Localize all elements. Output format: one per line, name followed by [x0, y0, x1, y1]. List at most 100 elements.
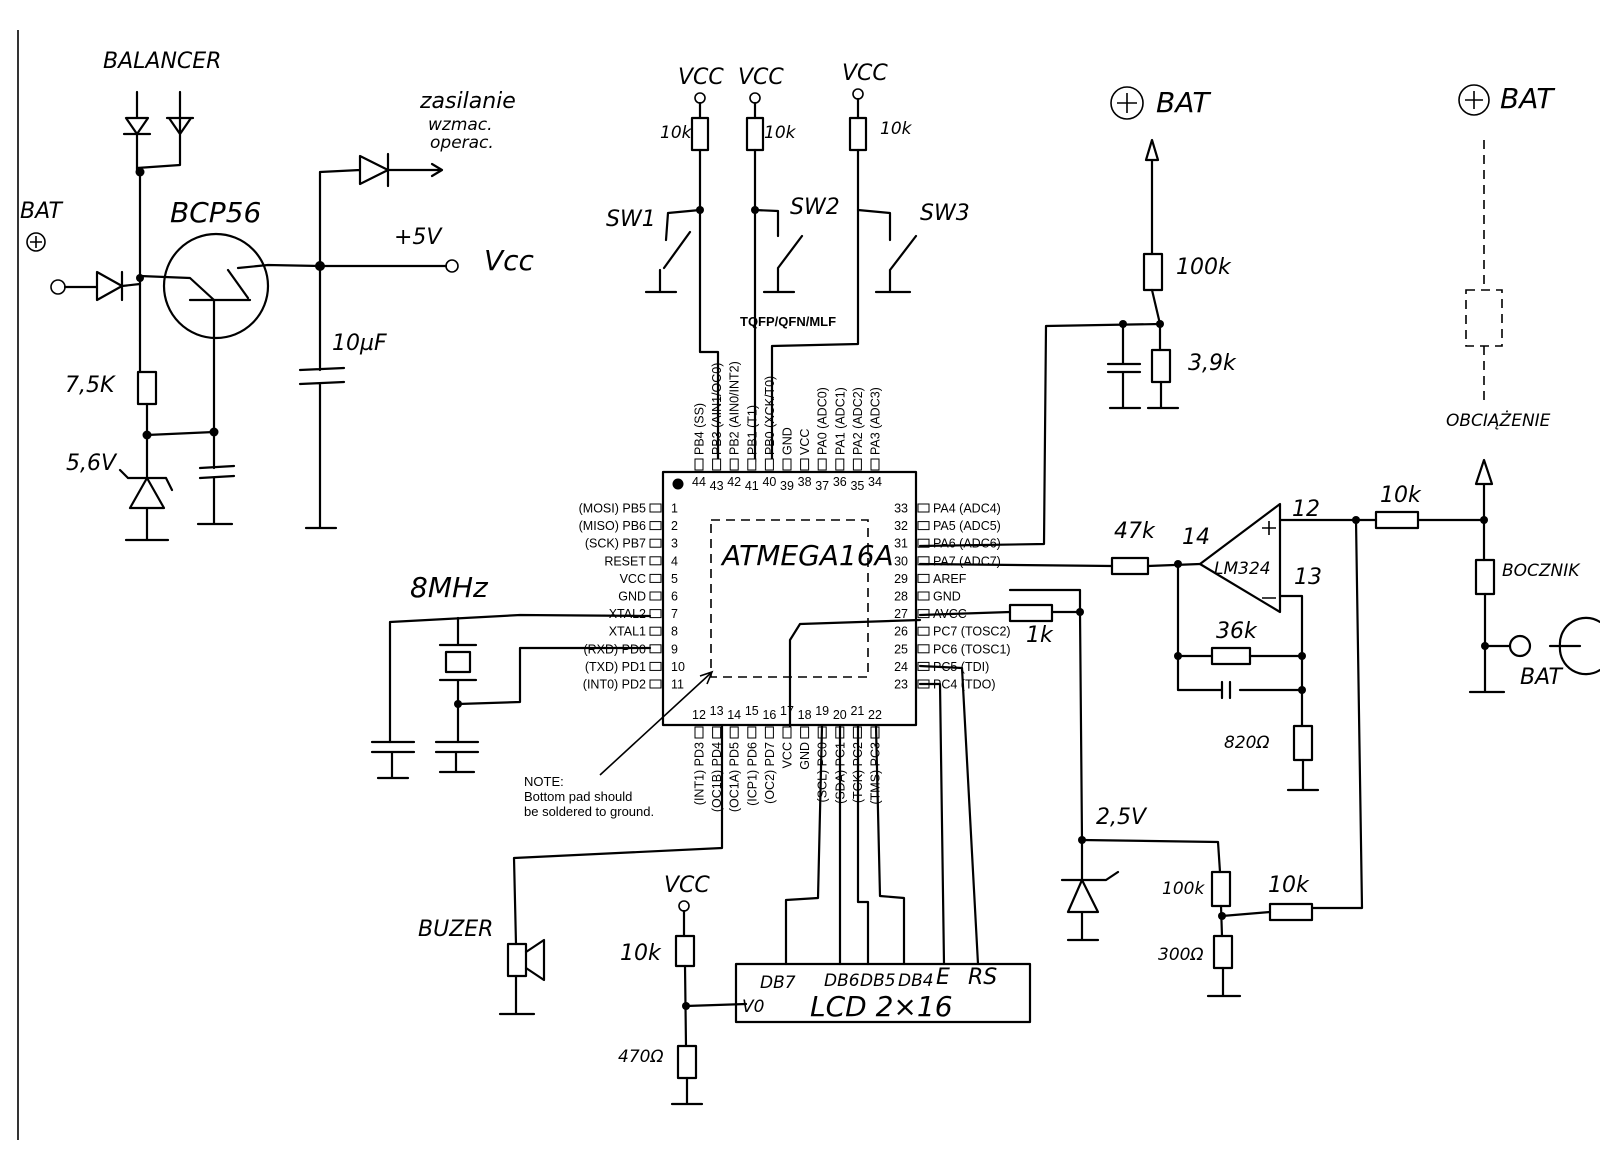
r-470-label: 470Ω — [618, 1047, 663, 1067]
pin-pad — [649, 661, 662, 671]
crystal-8mhz — [438, 616, 478, 744]
pin-number-top: 40 — [762, 475, 776, 489]
pin-name-right: PA5 (ADC5) — [933, 519, 1001, 533]
pin-pad — [870, 458, 880, 471]
pin-number-right: 26 — [894, 625, 908, 639]
battery-divider-section: BAT 100k 3,9k — [918, 86, 1237, 548]
pin-pad — [729, 458, 739, 471]
pin-number-bottom: 14 — [727, 708, 741, 722]
pin-name-bottom: (ICP1) PD6 — [745, 742, 759, 806]
pin-name-right: AREF — [933, 572, 967, 586]
pin-number-left: 1 — [671, 502, 678, 516]
pin-number-top: 43 — [710, 479, 724, 493]
resistor-sw1 — [690, 116, 710, 152]
resistor-100k-top — [1142, 252, 1164, 292]
pin-number-left: 2 — [671, 519, 678, 533]
bocznik-label: BOCZNIK — [1502, 561, 1581, 581]
pin-name-top: PB4 (SS) — [693, 403, 707, 455]
buzzer-label: BUZER — [418, 917, 493, 942]
pin-pad — [917, 609, 930, 619]
sw1-label: SW1 — [606, 207, 656, 232]
r-100k-top-label: 100k — [1176, 255, 1232, 280]
pin-name-top: PA3 (ADC3) — [869, 387, 883, 455]
resistor-sw3 — [848, 116, 868, 152]
bat-top-label: BAT — [1156, 86, 1211, 119]
pin-name-top: VCC — [798, 429, 812, 455]
pin-name-top: GND — [781, 427, 795, 455]
vcc-out-terminal — [445, 259, 459, 273]
resistor-10k-bottom — [1268, 902, 1314, 922]
pin-name-top: PB2 (AIN0/INT2) — [728, 361, 742, 455]
r-sw1-label: 10k — [660, 123, 693, 143]
pin-name-bottom: (TMS) PC3 — [869, 742, 883, 805]
note-line-3: be soldered to ground. — [524, 804, 654, 819]
pin-number-top: 35 — [850, 479, 864, 493]
lcd-db7-label: DB7 — [760, 973, 796, 993]
zasilanie-label: zasilanie — [419, 89, 516, 114]
pin-number-right: 28 — [894, 590, 908, 604]
pin-number-bottom: 22 — [868, 708, 882, 722]
pin-name-bottom: GND — [798, 742, 812, 770]
pin-number-left: 3 — [671, 537, 678, 551]
opamp-pin12-label: 12 — [1292, 497, 1320, 522]
pin-name-left: (INT0) PD2 — [583, 678, 646, 692]
pin-pad — [649, 626, 662, 636]
pin-pad — [712, 726, 722, 739]
buzzer-section: BUZER — [418, 724, 724, 1016]
balancer-label: BALANCER — [103, 49, 221, 74]
load-placeholder — [1465, 289, 1503, 347]
pin-name-bottom: (OC1A) PD5 — [728, 742, 742, 812]
r-10k-lcd-label: 10k — [620, 941, 662, 966]
resistor-10k-lcd — [674, 934, 696, 968]
pin-pad — [712, 458, 722, 471]
pin-number-bottom: 13 — [710, 704, 724, 718]
pin-number-left: 10 — [671, 660, 685, 674]
reference-section: 1k 2,5V 100k 10k 300Ω — [788, 588, 1314, 998]
resistor-3-9k — [1150, 348, 1172, 384]
lcd-section: LCD 2×16 V0 DB7 DB6 DB5 DB4 E RS VCC 10k… — [618, 664, 1032, 1106]
pin-pad — [917, 538, 930, 548]
resistor-36k — [1210, 646, 1252, 666]
pin-pad — [649, 591, 662, 601]
pin-pad — [917, 521, 930, 531]
pin-pad — [917, 591, 930, 601]
pin-name-right: GND — [933, 590, 961, 604]
reference-diode — [1060, 838, 1120, 942]
pin-pad — [917, 626, 930, 636]
pin-number-right: 32 — [894, 519, 908, 533]
chip-name-label: ATMEGA16A — [720, 539, 894, 572]
pin-name-top: PB3 (AIN1/OC0) — [710, 363, 724, 455]
pin-number-top: 38 — [798, 475, 812, 489]
pin-number-bottom: 15 — [745, 704, 759, 718]
pin-pad — [694, 458, 704, 471]
r-sw2-label: 10k — [764, 123, 797, 143]
pin-name-right: PA4 (ADC4) — [933, 502, 1001, 516]
switches-section: VCC 10k SW1 VCC 10k SW2 VCC 10k SW3 — [606, 61, 970, 464]
resistor-1k — [1008, 603, 1054, 623]
note-line-2: Bottom pad should — [524, 789, 632, 804]
lcd-module — [734, 962, 1032, 1024]
pin-number-top: 42 — [727, 475, 741, 489]
pin-name-left: VCC — [620, 572, 646, 586]
lcd-text: LCD 2×16 — [810, 990, 953, 1023]
r-3-9k-label: 3,9k — [1188, 351, 1237, 376]
pin-name-left: (TXD) PD1 — [585, 660, 646, 674]
pin-number-right: 24 — [894, 660, 908, 674]
r-36k-label: 36k — [1216, 619, 1258, 644]
lcd-v0-label: V0 — [742, 997, 764, 1017]
pin-pad — [917, 503, 930, 513]
wzmac-label: wzmac. — [428, 115, 493, 135]
pin-number-bottom: 16 — [762, 708, 776, 722]
pin-name-left: XTAL2 — [609, 607, 646, 621]
pin-number-top: 39 — [780, 479, 794, 493]
pin-number-bottom: 12 — [692, 708, 706, 722]
lcd-e-label: E — [936, 965, 950, 990]
resistor-100k-bottom — [1210, 870, 1232, 908]
pin-name-bottom: (OC1B) PD4 — [710, 742, 724, 812]
pin-number-left: 5 — [671, 572, 678, 586]
vcc3-label: VCC — [842, 61, 888, 86]
r-300-label: 300Ω — [1158, 945, 1203, 965]
